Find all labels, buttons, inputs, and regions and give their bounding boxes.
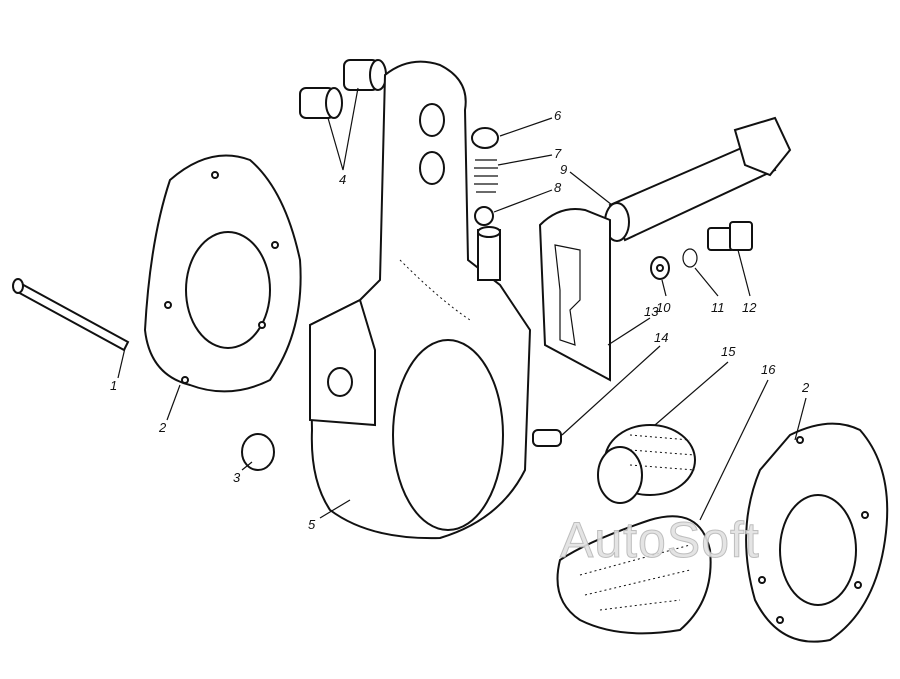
- label-14: 14: [654, 330, 669, 345]
- label-16: 16: [761, 362, 776, 377]
- part-2-right-cover: [745, 422, 889, 643]
- label-8: 8: [554, 180, 562, 195]
- leader-lines: [117, 87, 807, 521]
- part-2-left-cover: [143, 154, 302, 393]
- label-9: 9: [560, 162, 568, 177]
- part-15-worm: [597, 424, 696, 504]
- label-15: 15: [721, 344, 736, 359]
- label-2-right: 2: [802, 380, 810, 395]
- part-13-plate: [538, 208, 611, 382]
- label-5: 5: [308, 517, 316, 532]
- part-9-shaft: [604, 116, 792, 242]
- part-6-screw: [471, 127, 499, 149]
- part-10-washer: [650, 256, 670, 280]
- label-11: 11: [711, 300, 725, 315]
- label-1: 1: [110, 378, 118, 393]
- part-12-bolt: [707, 221, 753, 251]
- label-3: 3: [233, 470, 241, 485]
- label-6: 6: [554, 108, 562, 123]
- watermark: AutoSoft: [560, 512, 760, 568]
- part-5-lever-body: [308, 60, 532, 540]
- part-16-worm-gear: [556, 515, 712, 635]
- label-4: 4: [339, 172, 347, 187]
- part-14-grease-fitting: [532, 429, 562, 447]
- label-10: 10: [656, 300, 671, 315]
- label-13: 13: [644, 304, 659, 319]
- part-11-ring: [682, 248, 698, 268]
- part-3-plug: [241, 433, 275, 471]
- part-7-spring: [474, 159, 498, 193]
- part-4-bushings: [299, 59, 387, 119]
- part-8-ball: [474, 206, 494, 226]
- label-2-left: 2: [159, 420, 167, 435]
- label-12: 12: [742, 300, 757, 315]
- label-7: 7: [554, 146, 562, 161]
- part-1-pin: [12, 278, 130, 352]
